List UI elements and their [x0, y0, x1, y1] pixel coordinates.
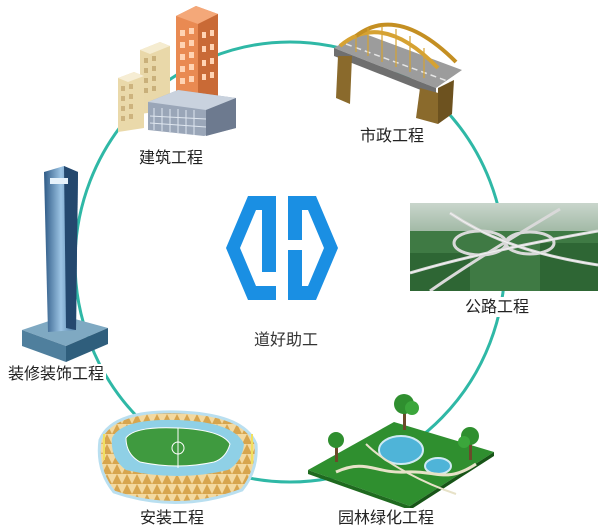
stadium-icon	[97, 410, 258, 504]
dh-hexagon-logo-icon	[226, 196, 338, 300]
skyscraper-tower-icon	[22, 166, 108, 362]
node-label-landscape: 园林绿化工程	[336, 508, 437, 528]
node-label-municipal: 市政工程	[358, 126, 427, 146]
park-garden-icon	[308, 394, 494, 509]
highway-interchange-photo	[410, 203, 598, 291]
center-brand-name: 道好助工	[253, 330, 318, 349]
node-label-building: 建筑工程	[137, 148, 206, 168]
building-cluster-icon	[118, 6, 236, 136]
node-label-decoration: 装修装饰工程	[6, 364, 107, 384]
arch-bridge-icon	[334, 22, 462, 124]
node-label-installation: 安装工程	[138, 508, 207, 528]
node-label-highway: 公路工程	[463, 297, 532, 317]
